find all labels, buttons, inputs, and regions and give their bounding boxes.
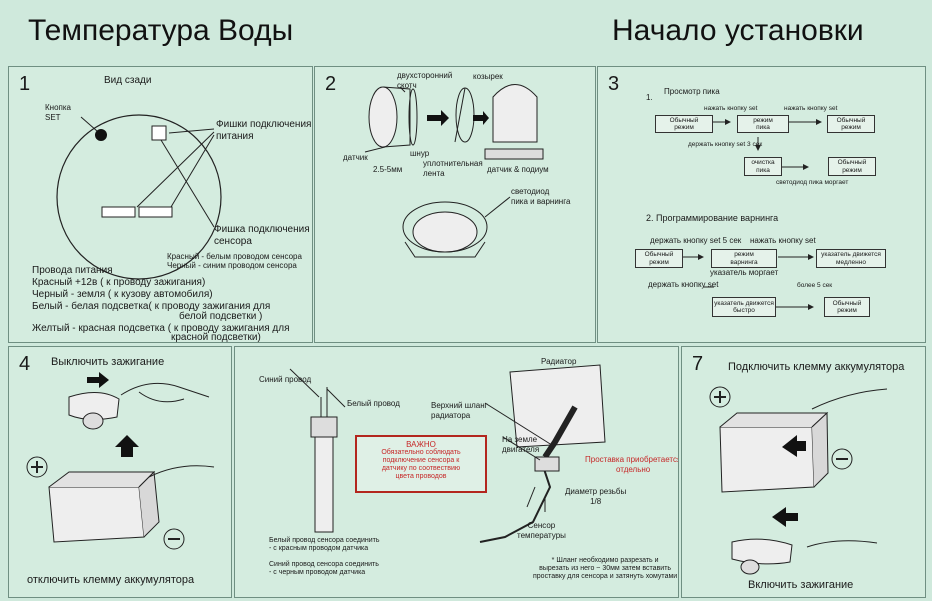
connect-battery-label: Подключить клемму аккумулятора bbox=[728, 361, 905, 373]
step-number-4: 4 bbox=[19, 353, 31, 375]
radiator-label: Радиатор bbox=[541, 357, 577, 366]
upper-hose-label: Верхний шланг радиатора bbox=[431, 401, 488, 420]
hold-set: держать кнопку set bbox=[648, 280, 719, 289]
warning-box: ВАЖНО Обязательно соблюдать подключение … bbox=[355, 435, 487, 493]
step-number-1: 1 bbox=[19, 73, 31, 95]
sensor-blue-note: Синий провод сенсора соединить - с черны… bbox=[269, 561, 379, 576]
left-title: Температура Воды bbox=[28, 14, 294, 47]
sensor-install-drawing bbox=[289, 364, 606, 543]
arrow-right-icon bbox=[87, 372, 109, 388]
ignition-off-label: Выключить зажигание bbox=[51, 356, 165, 368]
set-button-label: Кнопка SET bbox=[45, 103, 71, 122]
pointer-moves-fast: указатель движется быстро bbox=[712, 297, 776, 317]
minus-icon bbox=[831, 448, 853, 470]
black-wire: Черный - земля ( к кузову автомобиля) bbox=[32, 289, 213, 300]
sensor-wires-1: Красный - белым проводом сенсора bbox=[167, 252, 302, 261]
sensor-label: датчик bbox=[343, 153, 368, 162]
led-label: светодиод пика и варнинга bbox=[511, 187, 571, 206]
panel-7: 7 Подключить клемму аккумулятора Включит… bbox=[681, 346, 926, 598]
more-5-sec: более 5 сек bbox=[797, 282, 833, 289]
panel-5-6: Синий провод Белый провод ВАЖНО Обязател… bbox=[234, 346, 679, 598]
blue-wire-label: Синий провод bbox=[259, 375, 312, 384]
yellow-wire-2: красной подсветки) bbox=[171, 332, 261, 343]
flow-arrows bbox=[682, 119, 822, 310]
white-wire-1: Белый - белая подсветка( к проводу зажиг… bbox=[32, 301, 271, 312]
warning-mode: режим варнинга bbox=[711, 249, 777, 268]
warning-text: Обязательно соблюдать подключение сенсор… bbox=[381, 449, 461, 480]
hold-set-5: держать кнопку set 5 сек bbox=[650, 236, 742, 245]
sensor-wires-2: Черный - синим проводом сенсора bbox=[167, 261, 297, 270]
panel-2: 2 двухсторонний скотч козырек датчик 2.5… bbox=[314, 66, 596, 343]
seal-tape-label: уплотнительная лента bbox=[423, 159, 483, 178]
temp-sensor-label: Сенсор температуры bbox=[517, 521, 566, 540]
led-blinks: светодиод пика моргает bbox=[776, 179, 849, 186]
normal-mode-5: Обычный режим bbox=[824, 297, 870, 317]
size-label: 2.5-5мм bbox=[373, 165, 403, 174]
press-set-3: нажать кнопку set bbox=[750, 236, 816, 245]
panel-1: 1 Вид сзади Кнопка SET Фишки подключения… bbox=[8, 66, 313, 343]
arrow-up-icon bbox=[115, 435, 139, 457]
plus-icon bbox=[26, 456, 48, 478]
minus-icon bbox=[163, 528, 185, 550]
step-number-7: 7 bbox=[692, 353, 704, 375]
step1-title: Просмотр пика bbox=[664, 87, 720, 96]
normal-mode-4: Обычный режим bbox=[635, 249, 683, 268]
step-number-2: 2 bbox=[325, 73, 337, 95]
white-wire-2: белой подсветки ) bbox=[179, 311, 263, 322]
visor-label: козырек bbox=[473, 72, 503, 81]
to-engine-label: На земле двигателя bbox=[502, 435, 540, 454]
power-wires-title: Провода питания bbox=[32, 265, 113, 276]
clear-peak: очистка пика bbox=[744, 157, 782, 176]
arrow-right-icon bbox=[427, 110, 449, 126]
gauge-mount-drawing bbox=[364, 84, 544, 258]
press-set-2: нажать кнопку set bbox=[784, 105, 838, 112]
press-set-1: нажать кнопку set bbox=[704, 105, 758, 112]
rear-view-label: Вид сзади bbox=[104, 75, 152, 86]
normal-mode-1: Обычный режим bbox=[655, 115, 713, 133]
hose-note: * Шланг необходимо разрезать и вырезать … bbox=[533, 557, 678, 580]
step1-number: 1. bbox=[646, 93, 653, 102]
power-connectors-label: Фишки подключения питания bbox=[216, 119, 312, 142]
warning-title: ВАЖНО bbox=[406, 440, 436, 449]
peak-mode: режим пика bbox=[737, 115, 789, 133]
hold-set-3: держать кнопку set 3 сек bbox=[688, 141, 763, 148]
normal-mode-2: Обычный режим bbox=[827, 115, 875, 133]
normal-mode-3: Обычный режим bbox=[828, 157, 876, 176]
thread-diameter-label: Диаметр резьбы 1/8 bbox=[565, 487, 627, 506]
sensor-stand-label: датчик & подиум bbox=[487, 165, 549, 174]
ignition-on-label: Включить зажигание bbox=[748, 579, 854, 591]
pointer-blinks: указатель моргает bbox=[710, 268, 779, 277]
panel-4: 4 Выключить зажигание отключить клемму а… bbox=[8, 346, 232, 598]
pointer-moves-slow: указатель движется медленно bbox=[816, 249, 886, 268]
cord-label: шнур bbox=[410, 149, 430, 158]
right-title: Начало установки bbox=[612, 14, 864, 47]
red-wire: Красный +12в ( к проводу зажигания) bbox=[32, 277, 206, 288]
sensor-white-note: Белый провод сенсора соединить - с красн… bbox=[269, 537, 380, 552]
yellow-wire-1: Желтый - красная подсветка ( к проводу з… bbox=[32, 323, 290, 334]
sensor-connector-label: Фишка подключения сенсора bbox=[214, 224, 310, 247]
sold-separately-label: Проставка приобретается отдельно bbox=[585, 455, 679, 474]
step-number-3: 3 bbox=[608, 73, 620, 95]
battery-connect-drawing bbox=[709, 386, 888, 575]
gauge-rear-drawing bbox=[56, 114, 222, 280]
white-wire-label: Белый провод bbox=[347, 399, 400, 408]
panel-3: 3 1. Просмотр пика нажать кнопку set наж… bbox=[597, 66, 926, 343]
step2-title: 2. Программирование варнинга bbox=[646, 213, 779, 223]
disconnect-battery-label: отключить клемму аккумулятора bbox=[27, 574, 195, 586]
arrow-left-icon bbox=[772, 507, 798, 527]
battery-disconnect-drawing bbox=[26, 372, 215, 550]
double-tape-label: двухсторонний скотч bbox=[397, 71, 453, 90]
plus-icon bbox=[709, 386, 731, 408]
